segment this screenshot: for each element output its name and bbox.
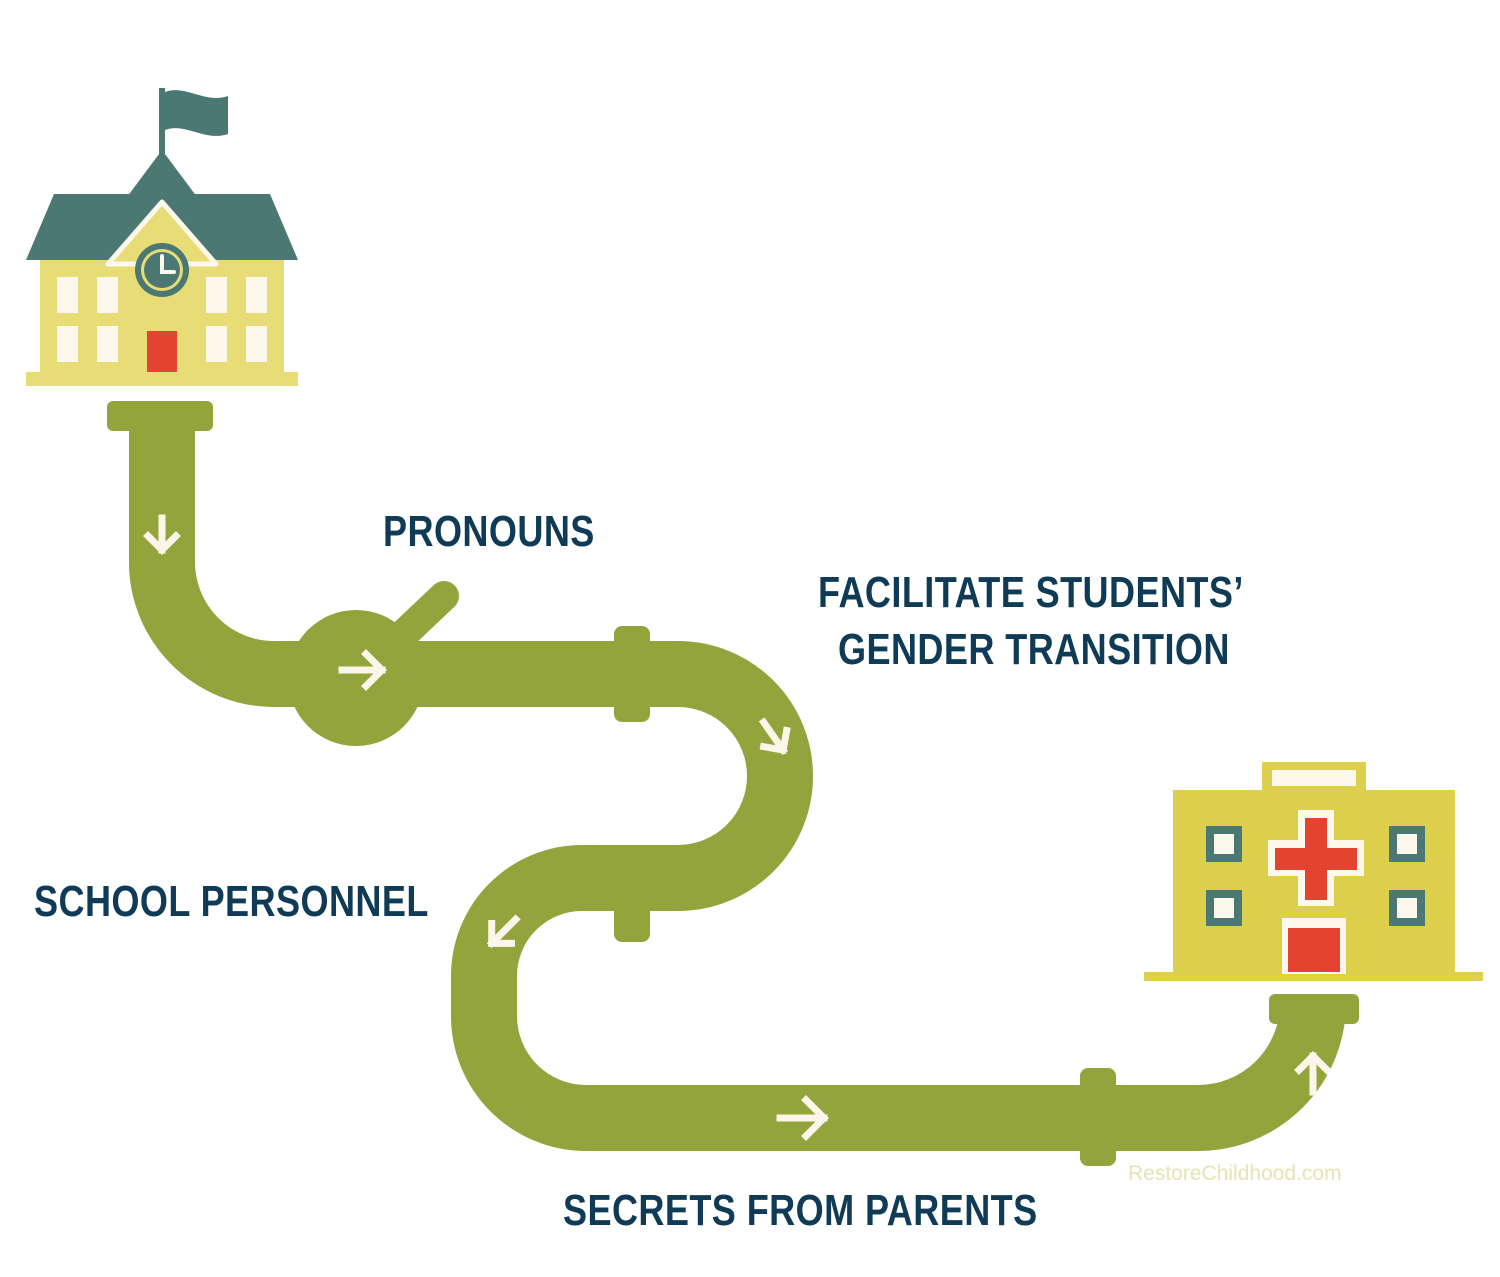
arrow-icon [758, 717, 791, 755]
arrow-icon [338, 649, 387, 691]
arrow-icon [776, 1095, 829, 1141]
pipe [107, 401, 1359, 1166]
arrow-icon [143, 514, 181, 555]
arrow-icon [1294, 1051, 1332, 1096]
hospital-building-icon [1144, 762, 1483, 981]
arrow-icon [486, 914, 521, 949]
label-facilitate-line1: FACILITATE STUDENTS’ [818, 568, 1244, 617]
watermark: RestoreChildhood.com [1128, 1162, 1342, 1185]
label-pronouns: PRONOUNS [383, 507, 595, 556]
label-facilitate-line2: GENDER TRANSITION [838, 625, 1230, 674]
school-building-icon [26, 88, 298, 386]
label-secrets-from-parents: SECRETS FROM PARENTS [563, 1186, 1038, 1235]
label-school-personnel: SCHOOL PERSONNEL [34, 877, 429, 926]
